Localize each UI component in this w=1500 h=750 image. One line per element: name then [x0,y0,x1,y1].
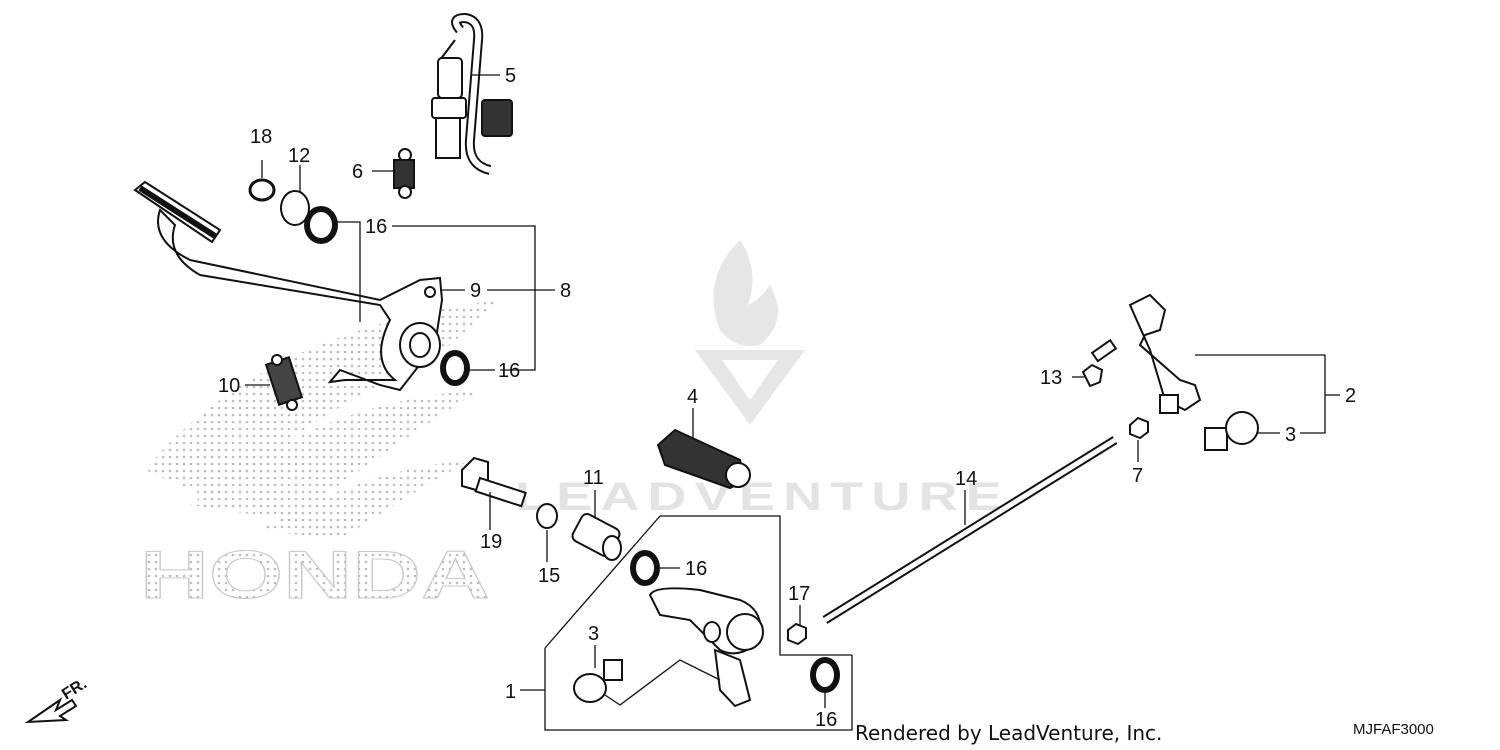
front-direction-icon: FR. [24,675,90,724]
switch-sensor-part[interactable] [431,12,513,175]
bolt-part[interactable] [461,456,527,508]
honda-watermark-text: HONDA [140,537,490,613]
callout-15: 15 [538,565,560,587]
credit-text: Rendered by LeadVenture, Inc. [855,721,1162,745]
callout-1: 1 [505,681,516,703]
bolt-part[interactable] [1081,338,1118,388]
callout-9: 9 [470,280,481,302]
callout-17: 17 [788,583,810,605]
callout-4: 4 [687,386,698,408]
return-spring-part[interactable] [264,354,304,411]
front-label: FR. [59,675,90,703]
collar-part[interactable] [570,512,622,561]
callout-16-mid: 16 [685,558,707,580]
gearshift-pedal-part[interactable] [648,587,764,708]
nut-part[interactable] [787,622,807,646]
callout-12: 12 [288,145,310,167]
dust-seal-part[interactable] [304,206,338,244]
dust-seal-part[interactable] [630,550,660,586]
shift-rod-part[interactable] [822,436,1118,624]
dust-seal-part[interactable] [440,350,470,386]
callout-8: 8 [560,280,571,302]
callout-2: 2 [1345,385,1356,407]
callout-3-lower: 3 [588,623,599,645]
callout-16-top: 16 [365,216,387,238]
callout-14: 14 [955,468,977,490]
callout-10: 10 [218,375,240,397]
callout-19: 19 [480,531,502,553]
callout-18: 18 [250,126,272,148]
dust-seal-part[interactable] [810,657,840,693]
callout-11: 11 [583,467,604,489]
leader-lines [245,74,1340,731]
diagram-code: MJFAF3000 [1353,721,1434,738]
tie-rod-end-part[interactable] [1204,411,1259,451]
washer-part[interactable] [536,503,558,529]
callout-6: 6 [352,161,363,183]
callout-3-right: 3 [1285,424,1296,446]
callout-13: 13 [1040,367,1062,389]
spring-part[interactable] [393,148,415,199]
shift-arm-part[interactable] [1128,293,1202,414]
callout-16-pivot: 16 [498,360,520,382]
rubber-boot-part[interactable] [656,428,751,490]
callout-16-lower: 16 [815,709,837,731]
washer-part[interactable] [280,190,310,226]
callout-7: 7 [1132,465,1143,487]
callout-5: 5 [505,65,516,87]
tie-rod-end-part[interactable] [573,659,623,703]
leadventure-watermark-text: LEADVENTURE [515,475,1010,519]
honda-wing-watermark [145,300,500,540]
brake-pedal-part[interactable] [133,180,444,392]
circlip-part[interactable] [248,178,276,202]
nut-part[interactable] [1129,416,1149,440]
leadventure-logo-watermark [695,240,805,425]
